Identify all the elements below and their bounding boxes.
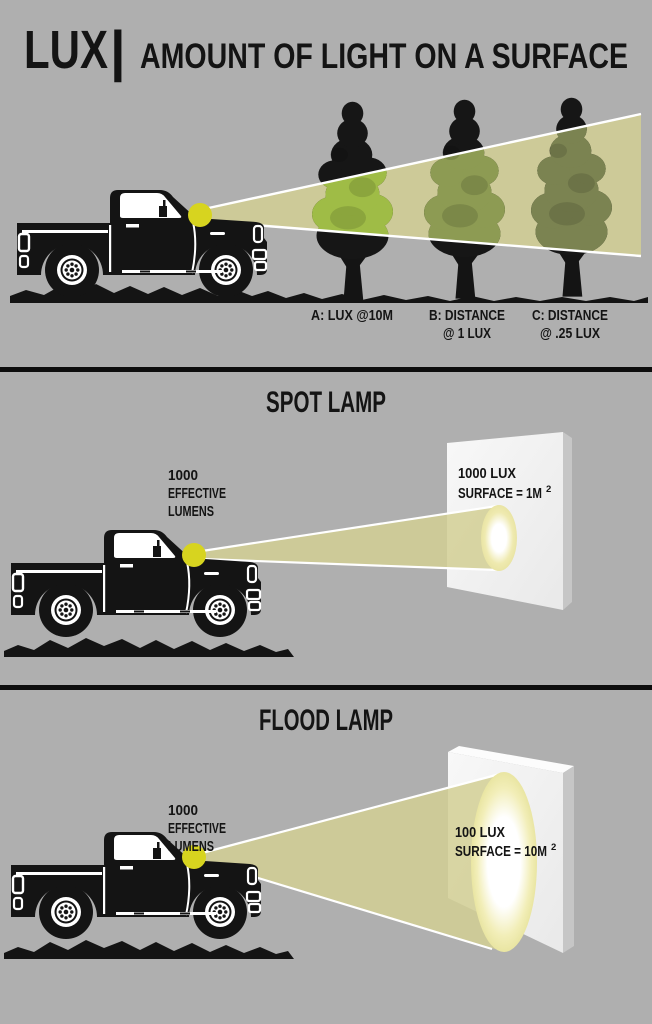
title-separator: | xyxy=(110,19,126,83)
surface-label-line1: 1000 LUX xyxy=(458,466,516,482)
divider xyxy=(0,685,652,690)
lamp-output-line1: 1000 xyxy=(168,468,198,484)
beam-edge-top xyxy=(201,504,498,553)
section-heading: SPOT LAMP xyxy=(266,386,386,419)
surface-label-superscript: 2 xyxy=(551,842,556,853)
beam-edge-bottom xyxy=(203,219,642,258)
section-lux-distance: A: LUX @10M B: DISTANCE @ 1 LUX C: DISTA… xyxy=(10,97,648,342)
surface-label-superscript: 2 xyxy=(546,484,551,495)
beam-edge-top xyxy=(201,772,501,855)
lamp-output-line1: 1000 xyxy=(168,803,198,819)
section-spot-lamp: SPOT LAMP 1000 EFFECTIVE LUMENS 1000 LUX… xyxy=(4,386,572,657)
section-flood-lamp: FLOOD LAMP 1000 EFFECTIVE LUMENS 100 LUX… xyxy=(4,704,574,959)
label-a: A: LUX @10M xyxy=(311,308,393,324)
lamp-output-line2: EFFECTIVE xyxy=(168,486,226,502)
ground xyxy=(10,284,648,303)
page-title: AMOUNT OF LIGHT ON A SURFACE xyxy=(140,37,628,76)
label-c-line1: C: DISTANCE xyxy=(532,308,608,324)
beam-edge-top xyxy=(203,112,642,211)
lamp-output-line2: EFFECTIVE xyxy=(168,821,226,837)
label-b-line2: @ 1 LUX xyxy=(443,326,491,342)
label-c-line2: @ .25 LUX xyxy=(540,326,600,342)
section-heading: FLOOD LAMP xyxy=(259,704,393,737)
divider xyxy=(0,367,652,372)
surface-label-line2: SURFACE = 10M 2 xyxy=(455,842,556,860)
light-spot xyxy=(481,505,517,571)
lamp-output-line3: LUMENS xyxy=(168,839,214,855)
surface-label-line2: SURFACE = 1M 2 xyxy=(458,484,551,502)
label-b-line1: B: DISTANCE xyxy=(429,308,505,324)
header: LUX | AMOUNT OF LIGHT ON A SURFACE xyxy=(24,19,628,83)
light-beam xyxy=(202,506,497,570)
beam-edge-bottom xyxy=(201,557,498,572)
surface-label-text: SURFACE = 10M xyxy=(455,844,547,860)
brand-title: LUX xyxy=(24,20,108,80)
light-flood xyxy=(471,772,537,952)
truck-illustration xyxy=(11,530,261,637)
ground xyxy=(4,638,294,657)
surface-label-line1: 100 LUX xyxy=(455,825,505,841)
surface-label-text: SURFACE = 1M xyxy=(458,486,542,502)
lamp-output-line3: LUMENS xyxy=(168,504,214,520)
light-beam xyxy=(202,773,505,952)
ground xyxy=(4,940,294,959)
light-beam xyxy=(204,114,641,256)
